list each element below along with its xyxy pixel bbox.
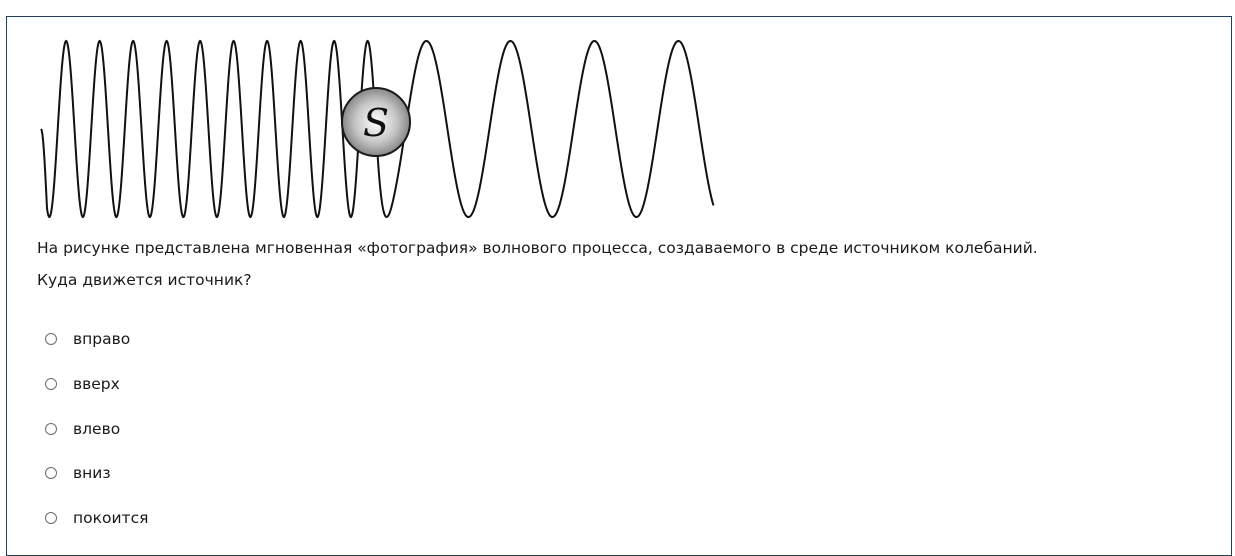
question-prompt: Куда движется источник? [37,271,252,289]
option-label: влево [73,419,121,438]
option-right[interactable]: вправо [45,317,148,362]
source-label: S [363,101,389,145]
option-down[interactable]: вниз [45,451,148,496]
radio-button[interactable] [45,333,57,346]
option-up[interactable]: вверх [45,362,148,407]
question-panel: S На рисунке представлена мгновенная «фо… [6,16,1232,556]
option-label: вправо [73,330,131,349]
wave-figure: S [40,39,715,219]
radio-button[interactable] [45,378,57,391]
radio-button[interactable] [45,512,57,525]
option-label: вниз [73,464,111,483]
answer-options: вправо вверх влево вниз покоится [45,317,148,540]
radio-button[interactable] [45,467,57,480]
option-label: покоится [73,509,149,528]
radio-button[interactable] [45,422,57,435]
option-left[interactable]: влево [45,406,148,451]
source-ball: S [341,87,411,157]
question-text: На рисунке представлена мгновенная «фото… [37,239,1038,257]
option-rest[interactable]: покоится [45,496,148,541]
option-label: вверх [73,375,120,394]
